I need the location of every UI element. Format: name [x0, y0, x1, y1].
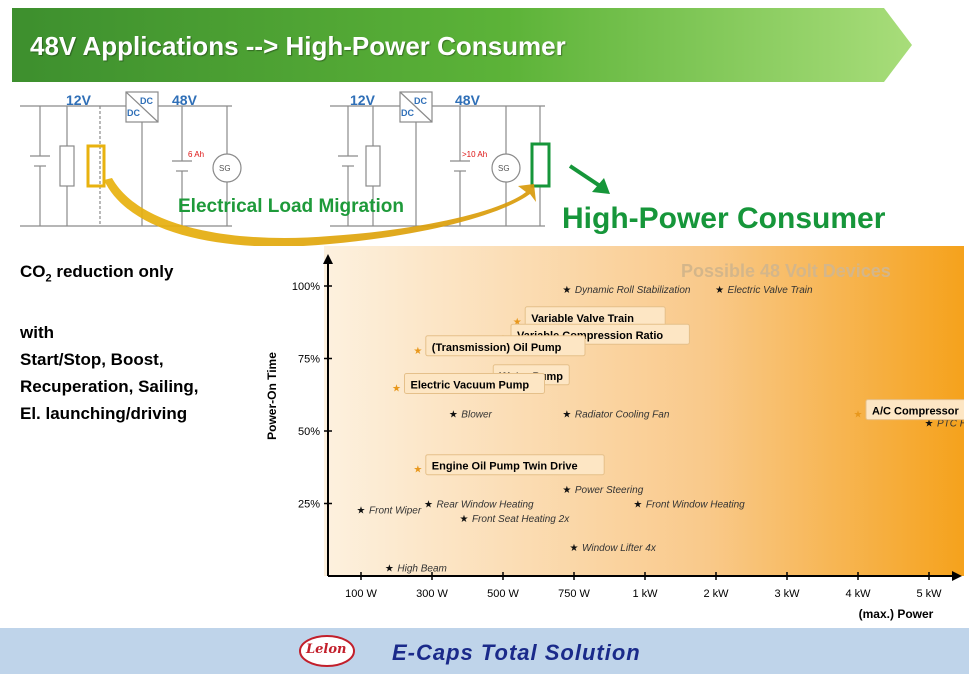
highlight-marker: ★	[854, 410, 863, 421]
data-point-label: Window Lifter 4x	[582, 543, 657, 554]
y-axis-arrow	[323, 254, 333, 264]
data-point-label: Front Wiper	[369, 505, 422, 516]
highlight-marker: ★	[413, 346, 422, 357]
highlight-box	[865, 399, 964, 421]
y-tick-label: 25%	[298, 499, 320, 511]
x-tick-label: 4 kW	[845, 588, 871, 600]
co2-line: CO2 reduction only	[20, 262, 174, 285]
circuit-diagram	[20, 91, 551, 246]
left-dc-bottom: DC	[127, 108, 140, 118]
x-tick-label: 750 W	[558, 588, 590, 600]
left-line-1: with	[20, 323, 54, 343]
x-axis-arrow	[952, 571, 962, 581]
y-tick-label: 75%	[298, 354, 320, 366]
left-48v-label: 48V	[172, 92, 197, 108]
highlight-marker: ★	[392, 384, 401, 395]
x-tick-label: 5 kW	[916, 588, 942, 600]
data-point-label: Radiator Cooling Fan	[575, 410, 670, 421]
left-line-4: El. launching/driving	[20, 404, 188, 424]
logo-text: Lelon	[306, 642, 347, 657]
x-tick-label: 300 W	[416, 588, 448, 600]
data-point-label: High Beam	[397, 563, 446, 574]
data-point-label: Front Window Heating	[646, 500, 745, 511]
page-title: 48V Applications --> High-Power Consumer	[30, 31, 566, 61]
data-point-label: Blower	[461, 410, 492, 421]
high-power-consumer-label: High-Power Consumer	[562, 202, 886, 235]
data-point-label: Front Seat Heating 2x	[472, 514, 570, 525]
y-tick-label: 50%	[298, 426, 320, 438]
data-point-marker: ★	[562, 285, 571, 296]
highlight-box	[425, 454, 605, 476]
title-banner	[12, 8, 912, 82]
data-point-label: PTC Heater	[937, 418, 964, 429]
data-point-marker: ★	[562, 410, 571, 421]
data-point-marker: ★	[385, 563, 394, 574]
y-axis-label: Power-On Time	[265, 352, 279, 440]
chart-title: Possible 48 Volt Devices	[681, 261, 891, 281]
right-battery-label: >10 Ah	[462, 150, 488, 159]
chart-background	[324, 246, 964, 576]
data-point-marker: ★	[633, 500, 642, 511]
x-tick-label: 3 kW	[774, 588, 800, 600]
highlight-box	[404, 373, 545, 394]
left-panel: CO2 reduction only with Start/Stop, Boos…	[20, 258, 199, 427]
x-tick-label: 100 W	[345, 588, 377, 600]
highlight-box	[425, 335, 586, 357]
highlight-label: Variable Valve Train	[531, 313, 634, 325]
footer-tagline: E-Caps Total Solution	[392, 640, 641, 665]
highlight-label: Electric Vacuum Pump	[411, 380, 530, 392]
left-line-3: Recuperation, Sailing,	[20, 377, 199, 397]
left-line-2: Start/Stop, Boost,	[20, 350, 164, 370]
highlight-marker: ★	[513, 317, 522, 328]
right-gen-label: SG	[498, 164, 510, 173]
data-point-marker: ★	[449, 410, 458, 421]
data-point-marker: ★	[357, 505, 366, 516]
right-dc-bottom: DC	[401, 108, 414, 118]
migration-label: Electrical Load Migration	[178, 196, 404, 217]
highlight-label: Engine Oil Pump Twin Drive	[432, 461, 578, 473]
lelon-logo	[299, 635, 355, 667]
left-dc-top: DC	[140, 96, 153, 106]
data-point-marker: ★	[459, 514, 468, 525]
y-tick-label: 100%	[292, 281, 320, 293]
right-48v-label: 48V	[455, 92, 480, 108]
left-circuit	[20, 91, 242, 227]
left-battery-label: 6 Ah	[188, 150, 205, 159]
left-gen-label: SG	[219, 164, 231, 173]
footer-bar	[0, 628, 969, 674]
right-dc-top: DC	[414, 96, 427, 106]
data-point-label: Dynamic Roll Stabilization	[575, 285, 691, 296]
data-point-label: Electric Valve Train	[728, 285, 813, 296]
right-12v-label: 12V	[350, 92, 375, 108]
x-tick-label: 500 W	[487, 588, 519, 600]
left-12v-label: 12V	[66, 92, 91, 108]
highlight-label: (Transmission) Oil Pump	[432, 342, 562, 354]
data-point-marker: ★	[925, 418, 934, 429]
x-axis-label: (max.) Power	[859, 607, 934, 621]
data-point-marker: ★	[715, 285, 724, 296]
data-point-label: Rear Window Heating	[436, 500, 534, 511]
data-point-marker: ★	[570, 543, 579, 554]
data-point-marker: ★	[562, 485, 571, 496]
x-tick-label: 1 kW	[632, 588, 658, 600]
highlight-marker: ★	[413, 465, 422, 476]
x-tick-label: 2 kW	[703, 588, 729, 600]
data-point-marker: ★	[424, 500, 433, 511]
highlight-label: A/C Compressor	[872, 406, 960, 418]
data-point-label: Power Steering	[575, 485, 644, 496]
green-arrow-icon	[568, 164, 610, 194]
